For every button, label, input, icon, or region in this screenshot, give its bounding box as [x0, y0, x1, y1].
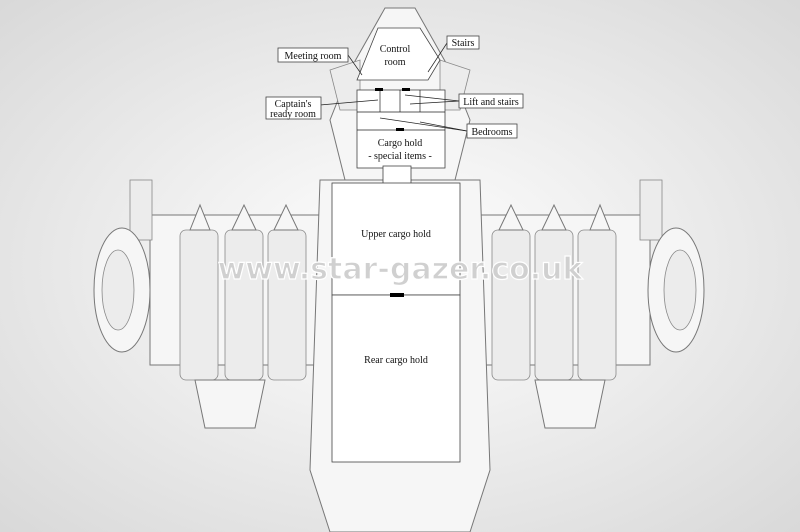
label-control-room-2: room	[384, 57, 405, 68]
label-special-items: - special items -	[368, 151, 432, 162]
label-upper-cargo-hold: Upper cargo hold	[361, 229, 431, 240]
label-stairs: Stairs	[446, 35, 480, 50]
control-room	[356, 27, 441, 81]
label-control-room: Control	[380, 44, 411, 55]
rear-cargo-hold	[331, 294, 461, 463]
svg-text:ready room: ready room	[270, 109, 316, 120]
right-wing	[469, 179, 705, 429]
svg-text:Captain's: Captain's	[275, 99, 312, 110]
svg-text:Meeting room: Meeting room	[285, 51, 342, 62]
svg-text:Bedrooms: Bedrooms	[471, 127, 512, 138]
label-bedrooms: Bedrooms	[466, 123, 518, 139]
left-wing	[93, 179, 331, 429]
label-meeting-room: Meeting room	[277, 47, 349, 63]
label-cargo-hold: Cargo hold	[378, 138, 423, 149]
upper-cargo-hold	[331, 182, 461, 296]
svg-text:Lift and stairs: Lift and stairs	[463, 97, 519, 108]
svg-text:Stairs: Stairs	[452, 38, 475, 49]
label-rear-cargo-hold: Rear cargo hold	[364, 355, 428, 366]
label-captains-ready-room: Captain's ready room	[265, 96, 322, 120]
leader-lines	[319, 42, 468, 132]
watermark: www.star-gazer.co.uk	[218, 252, 584, 287]
label-lift-and-stairs: Lift and stairs	[458, 93, 524, 109]
interior-rooms	[331, 27, 461, 463]
